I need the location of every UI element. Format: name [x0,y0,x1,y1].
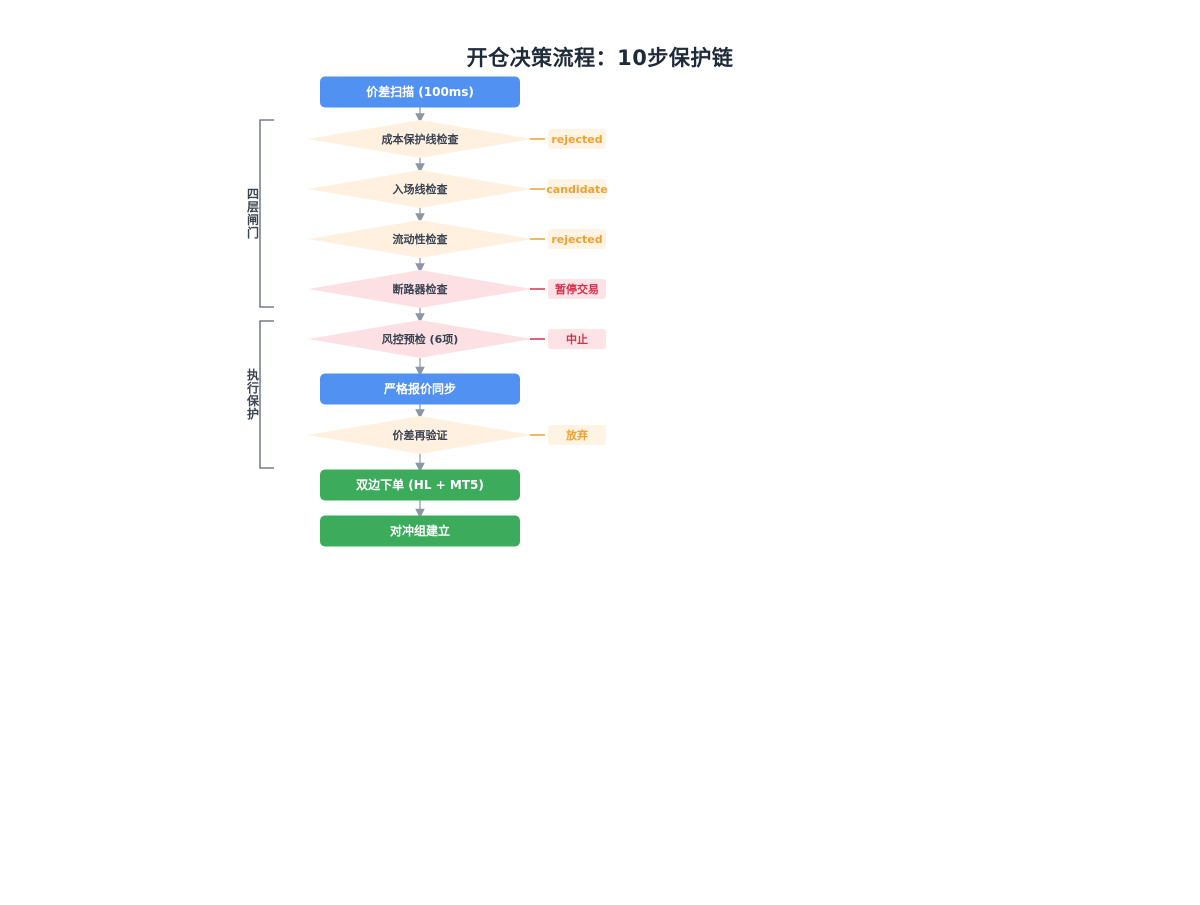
decision-label-liquidity: 流动性检查 [393,232,448,246]
process-label-hedge: 对冲组建立 [390,523,450,538]
outcome-badge-cost [548,129,606,149]
outcome-label-breaker: 暂停交易 [555,282,599,296]
decision-diamond-risk [308,320,532,358]
group-bracket-gate [259,119,274,308]
outcome-badge-reverify [548,425,606,445]
process-box-order [320,469,520,501]
decision-label-breaker: 断路器检查 [393,282,448,296]
process-box-sync [320,373,520,405]
group-label-gate: 四层闸门 [247,187,259,240]
process-box-scan [320,76,520,108]
decision-diamond-entry [308,170,532,208]
page-title: 开仓决策流程：10步保护链 [466,46,734,70]
group-label-exec: 执行保护 [246,367,260,421]
outcome-badge-risk [548,329,606,349]
decision-diamond-cost [308,120,532,158]
outcome-label-entry: candidate [546,183,607,196]
decision-diamond-breaker [308,270,532,308]
group-bracket-exec [259,320,274,469]
process-label-scan: 价差扫描 (100ms) [366,84,474,99]
process-label-order: 双边下单 (HL + MT5) [356,477,484,492]
decision-label-cost: 成本保护线检查 [382,132,459,146]
process-label-sync: 严格报价同步 [383,381,456,396]
process-box-hedge [320,515,520,547]
outcome-label-risk: 中止 [566,332,588,346]
outcome-label-liquidity: rejected [551,233,602,246]
decision-diamond-reverify [308,416,532,454]
decision-label-risk: 风控预检 (6项) [382,332,459,346]
decision-diamond-liquidity [308,220,532,258]
decision-label-reverify: 价差再验证 [393,428,448,442]
outcome-label-reverify: 放弃 [565,428,588,442]
decision-label-entry: 入场线检查 [393,182,448,196]
outcome-label-cost: rejected [551,133,602,146]
outcome-badge-entry [548,179,606,199]
outcome-badge-breaker [548,279,606,299]
outcome-badge-liquidity [548,229,606,249]
